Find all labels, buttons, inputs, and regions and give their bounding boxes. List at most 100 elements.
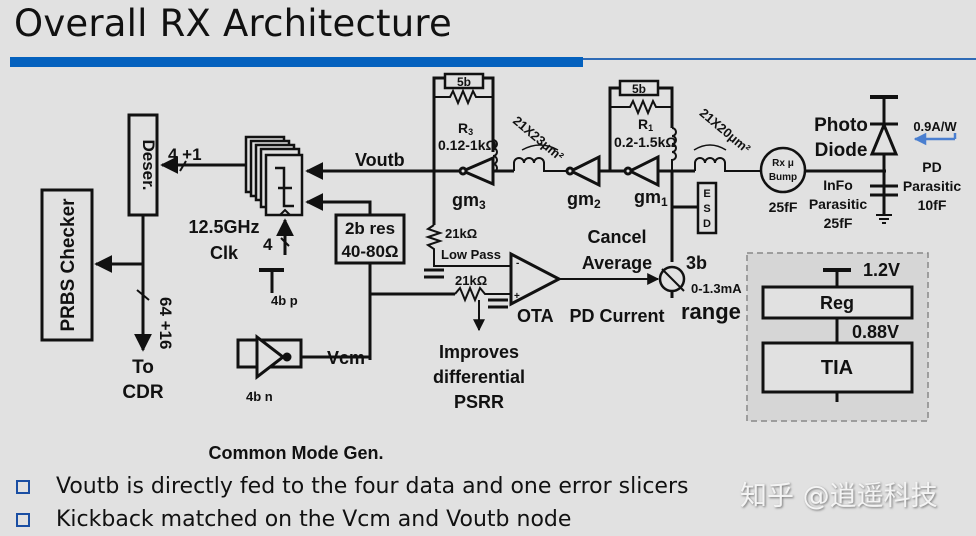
res-box-line-2: 40-80Ω — [341, 242, 398, 261]
photodiode-label-2: Diode — [815, 140, 868, 161]
res-to-slicer-wire — [305, 193, 372, 215]
ota-label: OTA — [517, 306, 554, 326]
photodiode-label-1: Photo — [814, 115, 868, 136]
inductor-arrow-2 — [693, 144, 727, 151]
lp-label: Low Pass — [441, 247, 501, 262]
gm3-label: gm3 — [452, 190, 486, 212]
psrr-label-3: PSRR — [454, 392, 504, 412]
fb3-wire — [432, 76, 495, 171]
fb1-bits-label: 5b — [632, 82, 646, 96]
r1-label: R1 — [638, 116, 653, 133]
fb3-5b-box — [443, 72, 485, 90]
source-bits-label: 3b — [686, 253, 707, 273]
res2-label: 21kΩ — [455, 273, 487, 288]
cm-buffer-triangle — [255, 333, 286, 381]
esd-letter-e: E — [703, 188, 710, 200]
slide-title: Overall RX Architecture — [14, 2, 452, 45]
r3-resistor — [434, 88, 493, 106]
reg-out-label: 0.88V — [852, 322, 899, 342]
info-label-3: 25fF — [824, 215, 853, 231]
gm2-bubble — [565, 166, 575, 176]
bus-slash-2 — [179, 160, 187, 172]
prbs-checker-block — [40, 188, 94, 342]
bullet-text: Kickback matched on the Vcm and Voutb no… — [56, 507, 572, 532]
reg-block — [761, 285, 914, 320]
clk-bus-label: 4 — [263, 235, 273, 254]
tia-block — [761, 341, 914, 394]
pd-current-label: PD Current — [569, 306, 664, 326]
inductor-21x20 — [694, 157, 760, 172]
lp-resistor — [424, 224, 510, 267]
cm-output-node — [282, 352, 292, 362]
ota-plus: + — [514, 291, 520, 302]
cm-n-label: 4b n — [246, 389, 273, 404]
bullet-list: Voutb is directly fed to the four data a… — [14, 470, 688, 536]
gm1-bubble — [623, 166, 633, 176]
range-label: range — [681, 299, 741, 324]
cancel-label: Cancel — [587, 227, 646, 247]
cm-gen-label: Common Mode Gen. — [209, 443, 384, 463]
tia-label: TIA — [821, 357, 853, 379]
gm2-triangle — [567, 154, 601, 188]
bullet-square-icon — [16, 512, 30, 527]
slicer-symbol — [275, 166, 294, 208]
r3-label: R3 — [458, 120, 473, 137]
info-label-1: InFo — [823, 177, 853, 193]
photodiode-triangle — [869, 121, 899, 156]
cdr-label: CDR — [122, 382, 163, 403]
bullet-item: Voutb is directly fed to the four data a… — [14, 470, 688, 503]
bus-4p1-label: 4 +1 — [168, 145, 202, 164]
fb3-bits-label: 5b — [457, 75, 471, 89]
r1-value: 0.2-1.5kΩ — [614, 134, 677, 150]
to-label: To — [132, 357, 154, 378]
pd-parasitic-label-3: 10fF — [918, 197, 947, 213]
supply-label: 1.2V — [863, 260, 900, 280]
watermark: 知乎 @逍遥科技 — [740, 481, 938, 512]
clk-bus-slash — [280, 237, 290, 247]
gm2-label: gm2 — [567, 189, 601, 211]
gm1-triangle — [626, 154, 660, 188]
vcm-label: Vcm — [327, 348, 365, 368]
title-underline-thin — [583, 58, 976, 60]
ota-minus: - — [516, 258, 519, 269]
lp-res-label: 21kΩ — [445, 226, 477, 241]
reg-label: Reg — [820, 293, 854, 313]
fb1-wire — [608, 86, 674, 171]
title-underline-bar — [10, 57, 583, 67]
bus-slash — [136, 289, 150, 301]
deser-label: Deser. — [139, 139, 158, 190]
average-label: Average — [582, 253, 652, 273]
inductor-21x23 — [513, 157, 568, 172]
bump-label-2: Bump — [769, 172, 797, 183]
psrr-label-1: Improves — [439, 342, 519, 362]
r1-inductor — [671, 127, 677, 171]
pd-parasitic-label-1: PD — [922, 159, 941, 175]
r1-resistor — [610, 98, 672, 116]
ota-triangle — [509, 251, 563, 307]
bump-cap-label: 25fF — [769, 199, 798, 215]
rx-architecture-diagram: PRBS Checker Deser. 4 +1 64 +16 To CDR 1… — [40, 72, 961, 463]
esd-letter-d: D — [703, 218, 711, 230]
rx-bump-circle — [759, 146, 807, 194]
fb1-5b-box — [618, 79, 660, 97]
inductor-arrow-1 — [521, 144, 559, 151]
esd-block — [696, 181, 718, 235]
esd-letter-s: S — [703, 203, 710, 215]
inductor-21x23-label: 21X23μm² — [510, 113, 567, 164]
clock-input-mark — [279, 208, 291, 216]
r3-value: 0.12-1kΩ — [438, 137, 497, 153]
res-box-line-1: 2b res — [345, 219, 395, 238]
res-21k-2 — [454, 285, 510, 303]
r3-inductor — [492, 139, 498, 174]
bullet-item: Kickback matched on the Vcm and Voutb no… — [14, 503, 688, 536]
clk-label: Clk — [210, 243, 239, 263]
prbs-label: PRBS Checker — [58, 198, 79, 332]
cm-p-label: 4b p — [271, 293, 298, 308]
clk-freq-label: 12.5GHz — [188, 217, 259, 237]
voutb-label: Voutb — [355, 150, 405, 170]
bullet-square-icon — [16, 479, 30, 494]
current-source-slash — [661, 268, 685, 292]
responsivity-label: 0.9A/W — [913, 119, 957, 134]
gm3-bubble — [458, 166, 468, 176]
bus-64p16-label: 64 +16 — [156, 297, 175, 349]
